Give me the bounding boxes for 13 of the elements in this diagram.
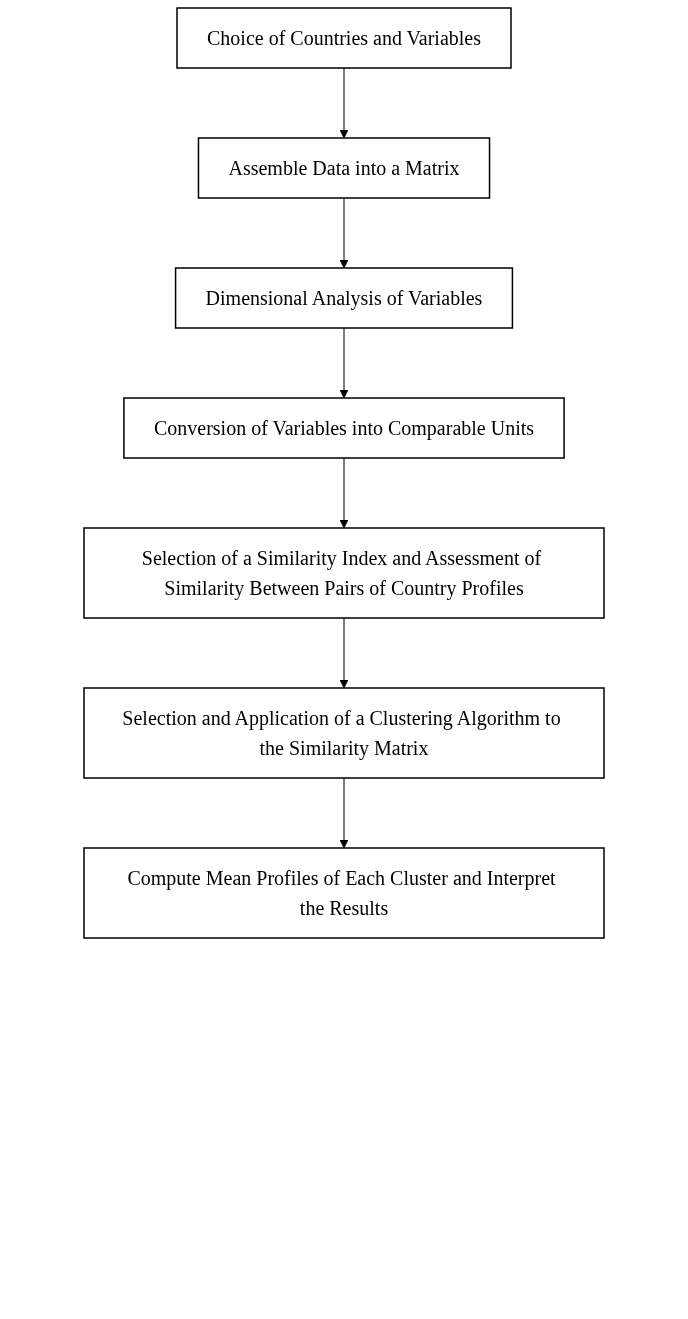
node-box: Dimensional Analysis of Variables [174,267,514,329]
node-box: Choice of Countries and Variables [176,7,512,69]
node-box: Selection of a Similarity Index and Assessment of Similarity Between Pairs of Country Profiles [83,527,605,619]
arrow [339,197,349,269]
arrow [339,67,349,139]
arrow [339,777,349,849]
node-box: Selection and Application of a Clustering Algorithm to the Similarity Matrix [83,687,605,779]
arrow [339,457,349,529]
arrow [339,617,349,689]
node-box: Assemble Data into a Matrix [197,137,491,199]
arrow [339,327,349,399]
node-box: Conversion of Variables into Comparable Units [123,397,565,459]
node-box: Compute Mean Profiles of Each Cluster and Interpret the Results [83,847,605,939]
